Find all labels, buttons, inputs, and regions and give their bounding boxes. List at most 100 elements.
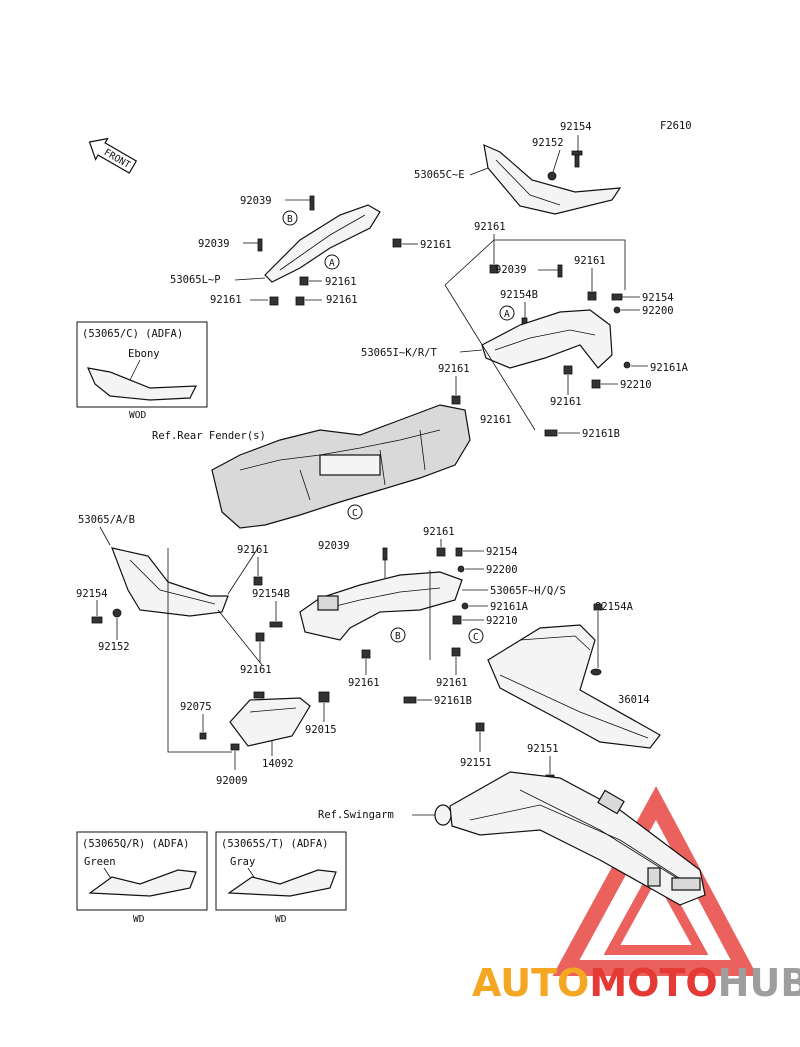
nut-92210-m [452,615,462,625]
label-53065c-e: 53065C~E [414,169,465,181]
label-92161-m: 92161 [348,677,380,689]
label-92161-k: 92161 [423,526,455,538]
label-92161-j: 92161 [237,544,269,556]
grommet-92161-e [489,264,499,274]
label-92154-top: 92154 [560,121,592,133]
grommet-92161-c [269,296,279,306]
clip-92161a-r [623,361,631,369]
label-92151-a: 92151 [460,757,492,769]
label-92161-l: 92161 [240,664,272,676]
label-92154-l: 92154 [76,588,108,600]
callout-a-top-label: A [329,258,335,269]
label-92154b-b: 92154B [252,588,290,600]
grommet-92161-h [563,365,573,375]
label-92152-l: 92152 [98,641,130,653]
label-92161-i: 92161 [480,414,512,426]
label-92154-r: 92154 [642,292,674,304]
label-92161-g: 92161 [438,363,470,375]
label-92210-r: 92210 [620,379,652,391]
bolt-92154-r [611,293,623,301]
label-92039-a: 92039 [240,195,272,207]
clip-92161b-m [403,696,417,704]
callout-c-lower [468,628,484,644]
svg-text:AUTOMOTOHUB: AUTOMOTOHUB [472,961,800,1005]
grommet-92161-n [451,647,461,657]
washer-92200-m [457,565,465,573]
callout-c-lower-label: C [473,632,479,643]
grommet-92161-k [436,547,446,557]
grommet-92161-a [392,238,402,248]
rear-fender-part [211,404,471,529]
label-92151-b: 92151 [527,743,559,755]
inset-3-color: Gray [230,856,255,868]
clip-top-toolbox [253,691,265,699]
nut-92210-r [591,379,601,389]
label-53065l-p: 53065L~P [170,274,221,286]
grommet-92161-m [361,649,371,659]
label-92161-c: 92161 [210,294,242,306]
label-92161a-m: 92161A [490,601,529,613]
grommet-92161-d [295,296,305,306]
bolt-92154a [593,603,603,611]
screw-92039-c [557,264,563,278]
label-53065f-h: 53065F~H/Q/S [490,585,566,597]
bolt-92154-top [571,150,583,168]
bolt-92154-m [455,547,463,557]
label-92039-c: 92039 [495,264,527,276]
inset-1-code: WOD [129,410,146,421]
grommet-92161-g [451,395,461,405]
label-92039-b: 92039 [198,238,230,250]
inset-2-color: Green [84,856,116,868]
label-92154a: 92154A [595,601,634,613]
label-92161-e: 92161 [474,221,506,233]
inset-1-color: Ebony [128,348,160,360]
middle-side-cover-part [481,309,613,369]
label-92154-m: 92154 [486,546,518,558]
inset-box-gray: (53065S/T) (ADFA) Gray [215,831,347,911]
watermark-text: AUTOMOTOHUB [472,961,800,1005]
label-92161b-r: 92161B [582,428,620,440]
callout-b-top-label: B [287,214,293,225]
label-53065-a-b: 53065/A/B [78,514,135,526]
screw-92009 [230,743,240,751]
callout-b-lower-label: B [395,631,401,642]
grommet-92161-j [253,576,263,586]
label-92075: 92075 [180,701,212,713]
label-36014: 36014 [618,694,650,706]
label-92009: 92009 [216,775,248,787]
upper-side-cover-part [483,144,622,215]
inset-2-title: (53065Q/R) (ADFA) [82,838,189,850]
grommet-92161-b [299,276,309,286]
chain-guard-part [487,624,661,749]
bolt-92154-l [91,616,103,624]
callout-b-top [282,210,298,226]
grommet-92161-l [255,632,265,642]
swingarm-part [434,771,706,906]
bolt-92154b-b [269,621,283,628]
watermark-part1: AUTO [472,961,589,1005]
ref-rear-fender: Ref.Rear Fender(s) [152,430,266,442]
collar-36014 [590,668,602,676]
label-92210-m: 92210 [486,615,518,627]
ref-swingarm: Ref.Swingarm [318,809,394,821]
label-14092: 14092 [262,758,294,770]
figure-code: F2610 [660,120,692,132]
screw-92039-d [382,547,388,561]
inset-box-ebony: (53065/C) (ADFA) Ebony [76,321,208,408]
damper-92075 [199,732,207,740]
inset-1-title: (53065/C) (ADFA) [82,328,183,340]
lower-middle-cover-part [299,571,463,641]
label-92161-n: 92161 [436,677,468,689]
label-92039-d: 92039 [318,540,350,552]
label-92161-d: 92161 [326,294,358,306]
screw-92039-a [309,195,315,211]
tool-box-part [229,697,311,747]
label-92154b-a: 92154B [500,289,538,301]
label-92015: 92015 [305,724,337,736]
label-92161b-m: 92161B [434,695,472,707]
callout-a-mid-label: A [504,309,510,320]
screw-92039-b [257,238,263,252]
grommet-92161-f [587,291,597,301]
label-92161-h: 92161 [550,396,582,408]
